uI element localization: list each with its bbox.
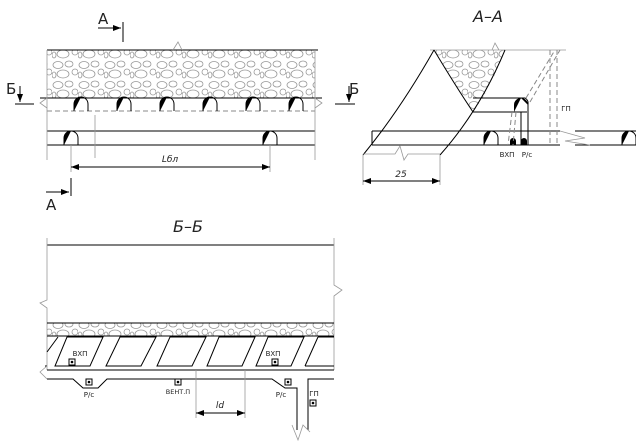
drift-chamber-icon — [262, 130, 278, 145]
ore-rubble-zone — [47, 323, 334, 336]
rs-marker-icon — [284, 378, 292, 386]
drift-chamber-icon — [63, 130, 79, 145]
chamber-row — [73, 96, 304, 111]
ld-dimension-label: ld — [216, 401, 225, 411]
chamber — [54, 336, 104, 367]
ore-rubble-zone — [47, 50, 315, 98]
ore-rubble-zone — [434, 50, 505, 112]
chamber-icon — [73, 96, 89, 111]
section-a-mark-bottom: А — [46, 196, 57, 214]
vkhp-label-1: ВХП — [73, 350, 88, 358]
section-bb: Б–Б ВХП ВХП Р/с Р/с ВЕНТ.П — [39, 217, 343, 442]
chamber — [105, 336, 157, 367]
section-aa: А–А ВХП Р/с ГП 25 — [362, 7, 636, 185]
rs-label-2: Р/с — [276, 391, 287, 399]
vent-label: ВЕНТ.П — [166, 388, 190, 396]
vkhp-label: ВХП — [500, 151, 515, 159]
chamber-icon — [202, 96, 218, 111]
section-b-mark-right: Б — [349, 80, 359, 98]
rs-marker-icon — [85, 378, 93, 386]
plan-view: Lбл А А Б Б — [6, 10, 359, 214]
chamber — [156, 336, 207, 367]
dimension-25-label: 25 — [395, 170, 407, 180]
section-b-mark-left: Б — [6, 80, 16, 98]
drift-chamber-icon — [621, 130, 636, 145]
chamber-icon — [116, 96, 132, 111]
vkhp-label-2: ВХП — [266, 350, 281, 358]
vkhp-marker-icon — [68, 358, 76, 366]
chamber-icon — [159, 96, 175, 111]
section-aa-title: А–А — [472, 7, 503, 26]
chamber-icon — [288, 96, 304, 111]
section-bb-title: Б–Б — [173, 217, 203, 236]
chamber-icon — [245, 96, 261, 111]
chambers — [45, 336, 334, 367]
section-a-mark-top: А — [98, 10, 109, 28]
chamber — [206, 336, 256, 367]
drift-chamber-icon — [483, 130, 499, 145]
gp-label: ГП — [561, 105, 571, 113]
block-length-label: Lбл — [162, 155, 179, 165]
rs-label-1: Р/с — [84, 391, 95, 399]
gp-label: ГП — [309, 390, 319, 398]
chamber — [255, 336, 305, 367]
vkhp-marker-icon — [271, 358, 279, 366]
vent-marker-icon — [174, 378, 182, 386]
gp-marker-icon — [309, 399, 317, 407]
rs-label: Р/с — [522, 151, 533, 159]
